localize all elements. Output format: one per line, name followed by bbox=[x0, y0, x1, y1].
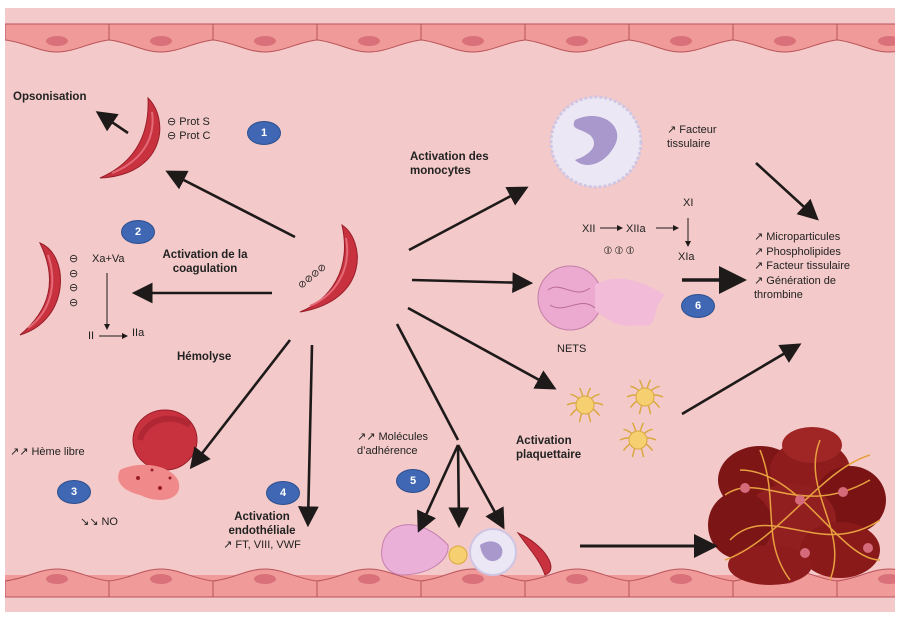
label-xiia: XIIa bbox=[626, 222, 646, 236]
label-heme-libre: ↗↗ Hème libre bbox=[10, 445, 85, 459]
step-badge-6: 6 bbox=[681, 294, 715, 318]
monocyte bbox=[551, 97, 641, 187]
label-hemolyse: Hémolyse bbox=[177, 350, 231, 364]
outcomes-list: ↗ Microparticules ↗ Phospholipides ↗ Fac… bbox=[754, 230, 850, 303]
outcome-item: ↗ Phospholipides bbox=[754, 245, 850, 260]
endothelial-cell bbox=[0, 569, 5, 597]
arrows bbox=[100, 114, 815, 546]
minus-signs: ⊖ ⊖ ⊖ ⊖ bbox=[69, 252, 78, 310]
label-prot-s: ⊖ Prot S bbox=[167, 115, 210, 129]
sickle-cell-coagulation bbox=[20, 243, 60, 335]
hemolysed-red-cell bbox=[118, 410, 197, 500]
step-badge-3: 3 bbox=[57, 480, 91, 504]
step-badge-1: 1 bbox=[247, 121, 281, 145]
label-ii: II bbox=[88, 329, 94, 343]
outcome-item: ↗ Génération de bbox=[754, 274, 850, 289]
cell-nucleus bbox=[150, 574, 172, 584]
label-xa-va: Xa+Va bbox=[92, 252, 125, 266]
label-activation-coagulation: Activation de la coagulation bbox=[150, 248, 260, 276]
label-activation-monocytes: Activation des monocytes bbox=[410, 150, 489, 178]
label-activation-plaquettaire: Activation plaquettaire bbox=[516, 434, 581, 462]
platelet bbox=[567, 388, 603, 422]
arrow-to-platelets bbox=[408, 308, 552, 387]
arrow-to-monocytes bbox=[409, 189, 524, 250]
cell-nucleus bbox=[46, 574, 68, 584]
arrow-adhesion-mid bbox=[458, 445, 459, 523]
step-badge-5: 5 bbox=[396, 469, 430, 493]
cell-nucleus bbox=[46, 36, 68, 46]
inhibition-marks: ⦶ ⦶ ⦶ bbox=[604, 244, 634, 258]
cell-nucleus bbox=[462, 574, 484, 584]
cell-nucleus bbox=[566, 36, 588, 46]
cell-nucleus bbox=[670, 36, 692, 46]
label-iia: IIa bbox=[132, 326, 144, 340]
arrow-to-nets bbox=[412, 280, 528, 283]
outcome-item: ↗ Facteur tissulaire bbox=[754, 259, 850, 274]
cell-nucleus bbox=[254, 36, 276, 46]
endothelial-cell bbox=[0, 24, 5, 52]
outcome-item: ↗ Microparticules bbox=[754, 230, 850, 245]
arrow-adhesion-right bbox=[458, 445, 502, 525]
label-prot-c: ⊖ Prot C bbox=[167, 129, 210, 143]
endothelium-top bbox=[0, 24, 903, 52]
arrow-opsonisation bbox=[100, 114, 128, 133]
adhered-cells bbox=[382, 525, 551, 575]
platelet bbox=[627, 380, 663, 414]
platelet bbox=[620, 423, 656, 457]
cell-nucleus bbox=[566, 574, 588, 584]
arrow-monocyte-outcomes bbox=[756, 163, 815, 217]
outcome-item: thrombine bbox=[754, 288, 850, 303]
arrow-to-endothelium bbox=[308, 345, 312, 522]
arrow-platelets-outcomes bbox=[682, 346, 797, 414]
label-molecules-adherence: ↗↗ Molécules d’adhérence bbox=[357, 430, 428, 458]
label-no: ↘↘ NO bbox=[80, 515, 118, 529]
cell-nucleus bbox=[150, 36, 172, 46]
cell-nucleus bbox=[358, 36, 380, 46]
cell-nucleus bbox=[358, 574, 380, 584]
step-badge-4: 4 bbox=[266, 481, 300, 505]
label-xi: XI bbox=[683, 196, 693, 210]
label-activation-endotheliale: Activation endothéliale ↗ FT, VIII, VWF bbox=[212, 510, 312, 552]
cell-nucleus bbox=[462, 36, 484, 46]
cell-nucleus bbox=[774, 36, 796, 46]
small-arrows bbox=[99, 218, 688, 336]
activated-platelets bbox=[567, 380, 663, 457]
label-opsonisation: Opsonisation bbox=[13, 90, 86, 104]
cell-nucleus bbox=[254, 574, 276, 584]
label-facteur-tissulaire: ↗ Facteur tissulaire bbox=[667, 123, 717, 151]
blood-clot-illustration bbox=[708, 427, 886, 585]
step-badge-2: 2 bbox=[121, 220, 155, 244]
nets-neutrophil bbox=[538, 266, 665, 330]
cell-nucleus bbox=[878, 574, 900, 584]
sickle-cell-opsonisation bbox=[100, 98, 160, 178]
arrow-to-opsonisation-cell bbox=[170, 173, 295, 237]
label-xia: XIa bbox=[678, 250, 695, 264]
arrow-to-adhesion bbox=[397, 324, 458, 440]
label-xii: XII bbox=[582, 222, 595, 236]
cell-nucleus bbox=[670, 574, 692, 584]
cell-nucleus bbox=[878, 36, 900, 46]
label-nets: NETS bbox=[557, 342, 586, 356]
central-sickle-cell bbox=[300, 225, 357, 312]
